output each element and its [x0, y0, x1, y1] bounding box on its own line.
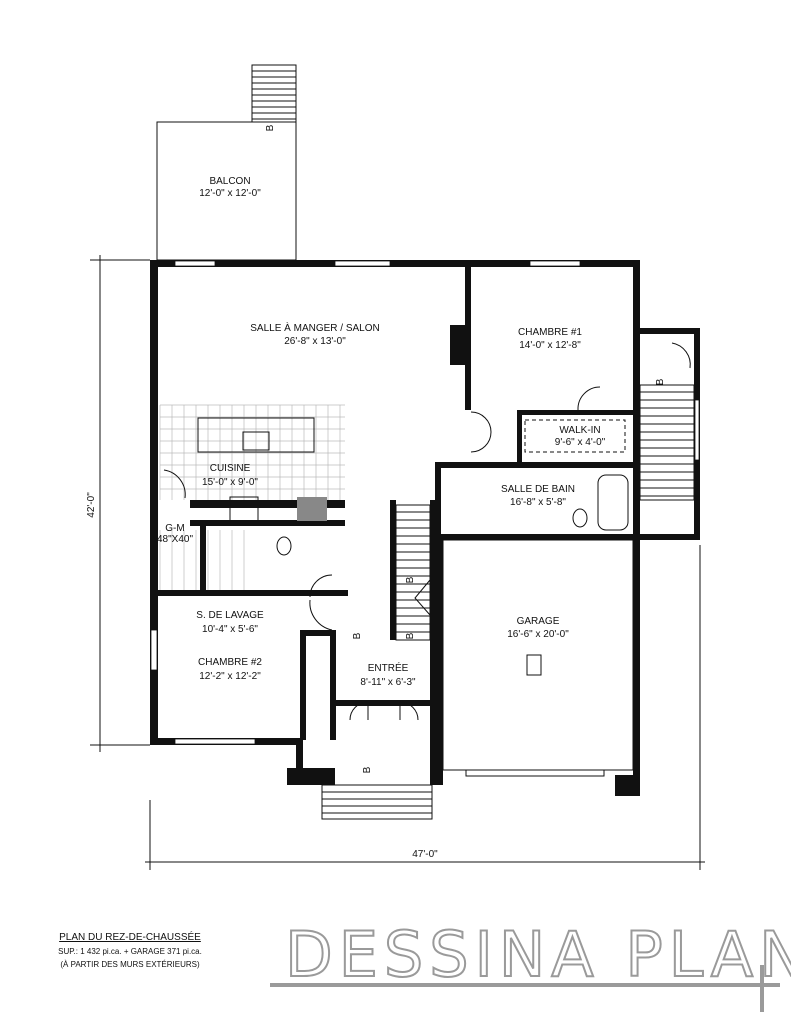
gm-name: G-M: [165, 523, 184, 534]
balcon-size: 12'-0" x 12'-0": [199, 188, 261, 199]
chambre2-size: 12'-2" x 12'-2": [199, 671, 261, 682]
bathtub: [597, 474, 629, 531]
svg-text:B: B: [362, 766, 373, 773]
porch-stairs: [321, 784, 433, 820]
sdb-size: 16'-8" x 5'-8": [510, 497, 566, 508]
garage-name: GARAGE: [517, 616, 560, 627]
garage-door: [465, 769, 605, 777]
salon-name: SALLE À MANGER / SALON: [250, 321, 380, 334]
plan-title: PLAN DU REZ-DE-CHAUSSÉE: [59, 932, 201, 943]
entree-name: ENTRÉE: [368, 661, 409, 674]
logo: DESSINA PLAN: [284, 917, 791, 992]
interior-stairs: [395, 384, 695, 641]
dimension-lines: [90, 255, 705, 870]
sdb-name: SALLE DE BAIN: [501, 484, 575, 495]
kitchen-island: [197, 417, 315, 453]
garage-size: 16'-6" x 20'-0": [507, 629, 569, 640]
width-dimension: 47'-0": [412, 849, 438, 860]
doors: [163, 342, 691, 721]
salon-size: 26'-8" x 13'-0": [284, 336, 346, 347]
toilet: [572, 508, 588, 528]
stove: [229, 496, 259, 522]
logo-mark: [270, 965, 780, 1012]
cuisine-size: 15'-0" x 9'-0": [202, 477, 258, 488]
entree-size: 8'-11" x 6'-3": [360, 677, 416, 688]
walkin-size: 9'-6" x 4'-0": [555, 437, 606, 448]
plan-note: (À PARTIR DES MURS EXTÉRIEURS): [60, 960, 200, 969]
chambre2-name: CHAMBRE #2: [198, 657, 262, 668]
room-labels: BALCON 12'-0" x 12'-0" SALLE À MANGER / …: [157, 176, 606, 688]
svg-text:B: B: [405, 576, 416, 583]
lavage-size: 10'-4" x 5'-6": [202, 624, 258, 635]
toilet-2: [276, 536, 292, 556]
fridge: [297, 497, 327, 521]
chambre1-size: 14'-0" x 12'-8": [519, 340, 581, 351]
balcony-stairs: [251, 64, 297, 123]
windows: [150, 260, 700, 745]
svg-text:B: B: [265, 124, 276, 131]
stair-markers: B B B B B B: [265, 124, 666, 773]
svg-text:B: B: [352, 632, 363, 639]
chambre1-name: CHAMBRE #1: [518, 327, 582, 338]
plan-area: SUP.: 1 432 pi.ca. + GARAGE 371 pi.ca.: [58, 947, 202, 956]
walkin-shelf: [524, 419, 626, 453]
svg-text:B: B: [405, 632, 416, 639]
depth-dimension: 42'-0": [86, 492, 97, 518]
lavage-name: S. DE LAVAGE: [196, 610, 264, 621]
cuisine-name: CUISINE: [210, 463, 251, 474]
balcon-name: BALCON: [209, 176, 250, 187]
sink: [242, 431, 270, 451]
garage-drain: [526, 654, 542, 676]
gm-size: 48"X40": [157, 534, 193, 545]
walkin-name: WALK-IN: [559, 425, 600, 436]
svg-text:B: B: [655, 378, 666, 385]
